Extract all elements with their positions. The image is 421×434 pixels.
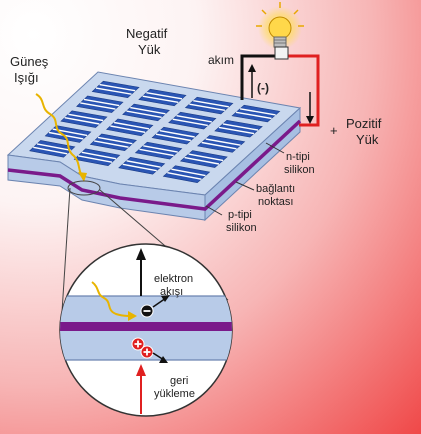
negative-label-line2: Yük: [138, 42, 161, 57]
electron-flow-label-line1: elektron: [154, 273, 193, 285]
magnified-junction: [60, 322, 232, 331]
solar-cell-stripe: [36, 143, 72, 151]
solar-cell-stripe: [159, 130, 195, 138]
solar-cell-stripe: [171, 168, 206, 177]
plus-circle-icon: [131, 337, 145, 351]
positive-prefix-label: +: [330, 123, 338, 138]
solar-cell-stripe: [139, 148, 174, 157]
magnified-view: [59, 243, 233, 417]
light-bulb-icon: [256, 2, 304, 60]
solar-cell-stripe: [222, 123, 259, 131]
solar-cell-stripe: [122, 163, 157, 172]
solar-cell-stripe: [81, 151, 117, 160]
recharge-label-line2: yükleme: [154, 388, 195, 400]
minus-circle-icon: [140, 304, 154, 318]
solar-cell-stripe: [95, 87, 132, 95]
n-type-label-line2: silikon: [284, 164, 315, 176]
solar-cell-stripe: [143, 145, 178, 153]
junction-label-line2: noktası: [258, 196, 293, 208]
solar-cell-stripe: [94, 140, 129, 148]
circuit-wires: [240, 54, 320, 127]
solar-cell-stripe: [146, 92, 183, 100]
solar-cell-stripe: [33, 146, 68, 155]
solar-cell-stripe: [205, 138, 241, 146]
sunlight-label-line1: Güneş: [10, 54, 49, 69]
zoom-line-left: [61, 187, 71, 313]
solar-cell-stripe: [189, 103, 226, 111]
solar-panel: [6, 71, 302, 222]
current-arrow-up-head: [248, 64, 256, 72]
solar-cell-stripe: [80, 102, 116, 110]
sunlight-ray: [35, 93, 83, 177]
solar-cell-stripe: [68, 113, 104, 122]
n-type-label-line1: n-tipi: [286, 151, 310, 163]
p-type-label-line2: silikon: [226, 222, 257, 234]
solar-cell-stripe: [184, 156, 220, 165]
junction-line: [7, 119, 302, 211]
solar-cell-stripe: [83, 98, 120, 107]
solar-cell-stripe: [172, 118, 208, 127]
solar-cell-stripe: [155, 133, 191, 142]
recharge-label-line1: geri: [170, 375, 188, 387]
plus-circle-icon-2: [140, 345, 154, 359]
minus-sign-label: (-): [257, 81, 269, 95]
n-type-leader: [265, 142, 285, 154]
zoom-origin-marker: [67, 180, 101, 196]
solar-cell-stripe: [193, 100, 229, 108]
solar-cell-stripe: [201, 141, 237, 150]
solar-cell-stripe: [130, 106, 166, 115]
hole-motion-arrow-head: [159, 356, 168, 363]
solar-cell-stripe: [97, 136, 133, 145]
p-type-leader: [205, 205, 223, 216]
junction-label-line1: bağlantı: [256, 183, 295, 195]
solar-cell-stripe: [48, 131, 84, 140]
solar-cell-stripe: [239, 108, 276, 116]
electron-flow-label-line2: akışı: [160, 286, 183, 298]
sunlight-ray-head: [78, 172, 87, 182]
sunlight-label-line2: Işığı: [14, 70, 39, 85]
positive-label-line1: Pozitif: [346, 116, 382, 131]
solar-cell-stripe: [99, 83, 136, 92]
solar-cell-stripe: [126, 160, 161, 168]
solar-cell-stripe: [113, 121, 150, 130]
positive-wire: [288, 54, 320, 127]
solar-cell-stripe: [64, 117, 100, 125]
electron-flow-arrow-head: [136, 248, 146, 260]
solar-cell-stripe: [218, 126, 255, 135]
solar-cell-stripe: [142, 95, 179, 103]
current-label: akım: [208, 53, 234, 67]
solar-cells: [29, 80, 281, 184]
solar-cell-stripe: [235, 111, 272, 120]
junction-leader: [235, 181, 255, 191]
solar-cell-stripe: [110, 125, 146, 133]
solar-cell-stripe: [126, 110, 162, 118]
electron-motion-arrow-head: [161, 295, 170, 302]
magnified-sunlight-ray-head: [128, 311, 137, 321]
current-arrow-down-head: [306, 116, 314, 124]
negative-wire: [240, 54, 275, 100]
negative-label-line1: Negatif: [126, 26, 168, 41]
solar-cell-stripe: [176, 115, 212, 123]
solar-cell-stripe: [167, 172, 202, 180]
solar-cell-stripe: [77, 155, 113, 163]
magnified-sunlight-ray: [91, 281, 131, 317]
positive-label-line2: Yük: [356, 132, 379, 147]
p-type-label-line1: p-tipi: [228, 209, 252, 221]
recharge-arrow-head: [136, 364, 146, 376]
solar-cell-stripe: [188, 153, 224, 162]
